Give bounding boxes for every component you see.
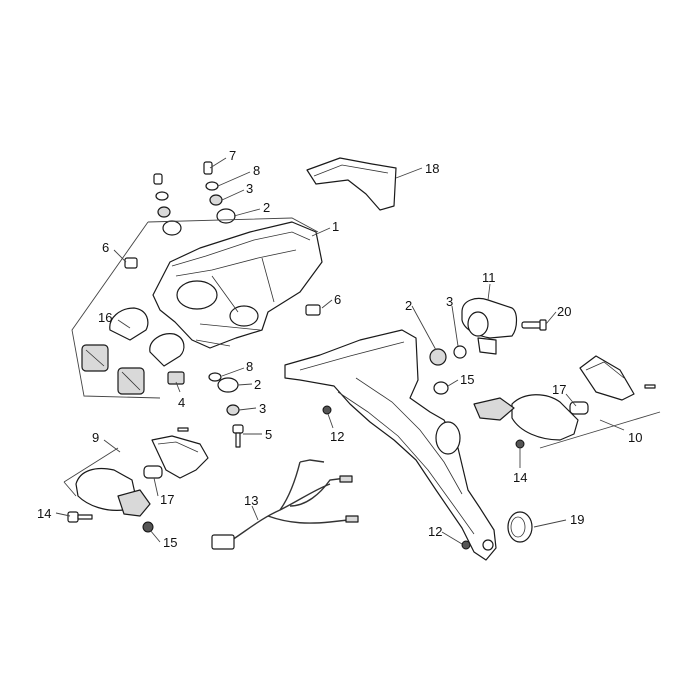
callout-2-right: 2 xyxy=(405,298,412,313)
callout-1: 1 xyxy=(332,219,339,234)
part-right-bushings xyxy=(429,345,467,366)
part-1-tail-light-housing xyxy=(152,221,323,349)
part-10-right-indicator xyxy=(473,355,656,449)
callout-5: 5 xyxy=(265,427,272,442)
part-screws-center xyxy=(208,372,244,448)
callout-2: 2 xyxy=(263,200,270,215)
callout-13: 13 xyxy=(244,493,258,508)
part-14-15-left xyxy=(67,511,154,533)
part-16-bulbs xyxy=(81,307,185,395)
callout-6-left: 6 xyxy=(102,240,109,255)
callout-9: 9 xyxy=(92,430,99,445)
callout-14-right: 14 xyxy=(513,470,527,485)
part-15-washer-right xyxy=(433,381,449,395)
callout-20: 20 xyxy=(557,304,571,319)
part-18-cover xyxy=(306,157,397,211)
callout-3: 3 xyxy=(246,181,253,196)
callout-17-left: 17 xyxy=(160,492,174,507)
part-6-clips xyxy=(124,257,321,316)
callout-6-right: 6 xyxy=(334,292,341,307)
callout-4: 4 xyxy=(178,395,185,410)
part-4-connector xyxy=(167,371,185,385)
part-9-left-indicator xyxy=(75,427,209,517)
callout-12-bottom: 12 xyxy=(428,524,442,539)
callout-3-right: 3 xyxy=(446,294,453,309)
part-19-reflector xyxy=(507,511,533,543)
callout-19: 19 xyxy=(570,512,584,527)
callout-12-center: 12 xyxy=(330,429,344,444)
callout-14-left: 14 xyxy=(37,506,51,521)
callout-17-right: 17 xyxy=(552,382,566,397)
leader-lines xyxy=(55,157,625,545)
callout-11: 11 xyxy=(482,270,496,285)
callout-15-left: 15 xyxy=(163,535,177,550)
part-screws-top-left xyxy=(153,161,236,236)
callout-16: 16 xyxy=(98,310,112,325)
callout-10: 10 xyxy=(628,430,642,445)
callout-7: 7 xyxy=(229,148,236,163)
group-frame-lines xyxy=(63,217,661,497)
callout-8: 8 xyxy=(253,163,260,178)
callout-labels: 7 8 3 2 18 1 6 6 16 11 2 3 20 15 17 10 8… xyxy=(37,148,642,550)
part-20-bolt xyxy=(521,319,547,331)
license-plate-bracket xyxy=(284,329,497,561)
callout-3-center: 3 xyxy=(259,401,266,416)
part-11-holder xyxy=(461,297,518,355)
callout-15-right: 15 xyxy=(460,372,474,387)
callout-2-center: 2 xyxy=(254,377,261,392)
part-13-wiring-harness xyxy=(211,459,359,550)
callout-8-center: 8 xyxy=(246,359,253,374)
callout-18: 18 xyxy=(425,161,439,176)
